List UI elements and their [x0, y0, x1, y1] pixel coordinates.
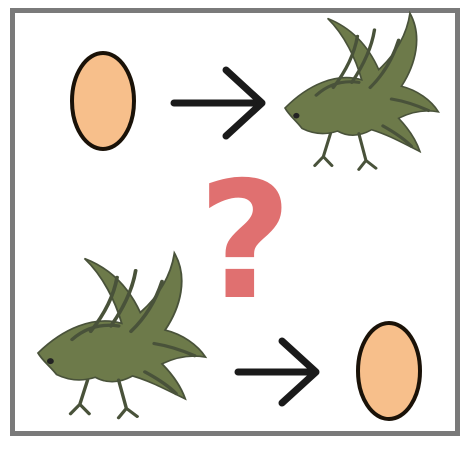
right-arrow-bottom [238, 341, 316, 403]
question-mark: ? [198, 148, 292, 336]
egg-icon [72, 53, 134, 149]
egg-icon [358, 323, 420, 419]
right-arrow-top [174, 70, 262, 136]
bird-icon [285, 13, 438, 169]
bird-icon [38, 253, 205, 418]
